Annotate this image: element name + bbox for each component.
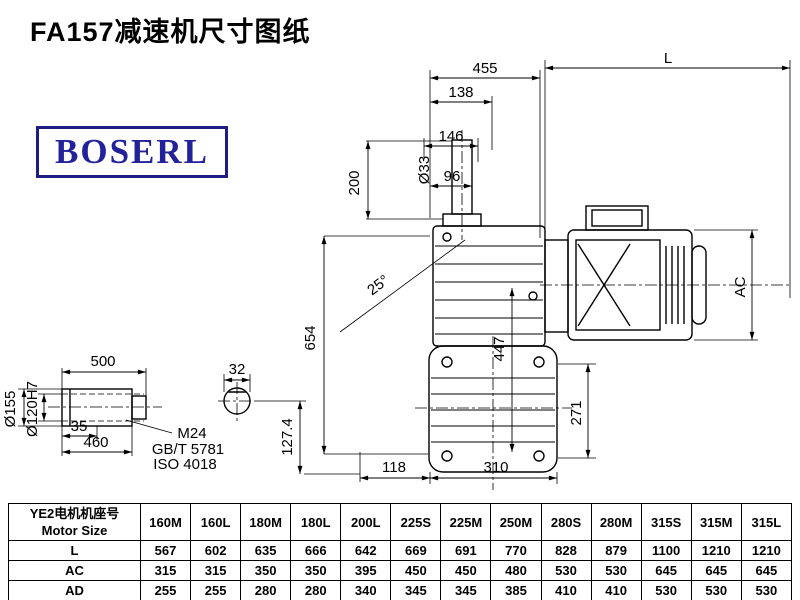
- table-row-L: L 567 602 635 666 642 669 691 770 828 87…: [8, 540, 793, 561]
- thread-spec-label: M24: [177, 425, 206, 442]
- table-cell: 879: [590, 540, 642, 561]
- table-cell: 645: [740, 560, 793, 581]
- dim-L-label: L: [664, 50, 672, 67]
- column-header: 280S: [540, 503, 592, 541]
- table-cell: 315: [190, 560, 242, 581]
- row-label: AC: [8, 560, 141, 581]
- table-cell: 280: [290, 580, 342, 600]
- brand-logo-box: BOSERL: [36, 126, 228, 178]
- dim-310-label: 310: [483, 459, 508, 476]
- column-header: 225S: [390, 503, 442, 541]
- table-cell: 530: [690, 580, 742, 600]
- table-cell: 635: [240, 540, 292, 561]
- table-cell: 530: [540, 560, 592, 581]
- motor-size-header-cn: YE2电机机座号: [29, 506, 120, 521]
- table-cell: 410: [540, 580, 592, 600]
- dim-654-label: 654: [302, 325, 319, 350]
- table-cell: 828: [540, 540, 592, 561]
- standard-iso-label: ISO 4018: [153, 456, 216, 473]
- standard-gb-label: GB/T 5781: [152, 441, 224, 458]
- dimension-labels: 455 L 138 146 96 Ø33 200 654 25° AC 447 …: [2, 50, 749, 476]
- table-cell: 530: [740, 580, 793, 600]
- table-cell: 350: [290, 560, 342, 581]
- column-header: 180M: [240, 503, 292, 541]
- table-cell: 410: [590, 580, 642, 600]
- table-cell: 645: [690, 560, 742, 581]
- dim-dia155-label: Ø155: [2, 391, 19, 428]
- table-row-AC: AC 315 315 350 350 395 450 450 480 530 5…: [8, 560, 793, 581]
- dim-32-label: 32: [229, 361, 246, 378]
- dim-dia33-label: Ø33: [416, 156, 433, 184]
- dimension-lines: [21, 65, 790, 481]
- table-cell: 340: [340, 580, 392, 600]
- table-cell: 645: [640, 560, 692, 581]
- page-title: FA157减速机尺寸图纸: [30, 17, 311, 47]
- table-cell: 602: [190, 540, 242, 561]
- dim-96-label: 96: [444, 168, 461, 185]
- dim-500-label: 500: [90, 353, 115, 370]
- dim-118-label: 118: [382, 459, 406, 476]
- table-cell: 666: [290, 540, 342, 561]
- column-header: 180L: [290, 503, 342, 541]
- table-header-row: YE2电机机座号 Motor Size 160M 160L 180M 180L …: [8, 503, 793, 541]
- dim-447-label: 447: [491, 336, 508, 361]
- shaft-detail-outline: [61, 387, 251, 427]
- motor-size-header-cell: YE2电机机座号 Motor Size: [8, 503, 141, 541]
- dim-455-label: 455: [472, 60, 497, 77]
- dim-460-label: 460: [83, 434, 108, 451]
- column-header: 315M: [690, 503, 742, 541]
- brand-logo-text: BOSERL: [55, 132, 209, 171]
- table-cell: 450: [440, 560, 492, 581]
- dim-271-label: 271: [568, 400, 585, 425]
- table-cell: 1210: [740, 540, 793, 561]
- table-cell: 530: [590, 560, 642, 581]
- table-cell: 350: [240, 560, 292, 581]
- table-cell: 395: [340, 560, 392, 581]
- bore-hidden-lines: [62, 393, 144, 422]
- table-cell: 345: [390, 580, 442, 600]
- table-cell: 770: [490, 540, 542, 561]
- row-label: AD: [8, 580, 141, 600]
- table-row-AD: AD 255 255 280 280 340 345 345 385 410 4…: [8, 580, 793, 600]
- column-header: 315S: [640, 503, 692, 541]
- table-cell: 280: [240, 580, 292, 600]
- column-header: 225M: [440, 503, 492, 541]
- extension-lines: [18, 60, 791, 484]
- motor-size-header-en: Motor Size: [41, 523, 108, 538]
- row-label: L: [8, 540, 141, 561]
- table-cell: 385: [490, 580, 542, 600]
- dim-25deg-label: 25°: [364, 272, 392, 299]
- technical-drawing: 455 L 138 146 96 Ø33 200 654 25° AC 447 …: [2, 50, 792, 490]
- housing-fins: [431, 245, 555, 443]
- table-cell: 669: [390, 540, 442, 561]
- motor-outline: [544, 205, 707, 341]
- dim-146-label: 146: [438, 128, 463, 145]
- motor-size-table: YE2电机机座号 Motor Size 160M 160L 180M 180L …: [8, 503, 793, 600]
- column-header: 280M: [590, 503, 642, 541]
- table-cell: 691: [440, 540, 492, 561]
- column-header: 315L: [740, 503, 793, 541]
- table-cell: 255: [190, 580, 242, 600]
- table-cell: 642: [340, 540, 392, 561]
- table-cell: 480: [490, 560, 542, 581]
- table-cell: 1100: [640, 540, 692, 561]
- column-header: 250M: [490, 503, 542, 541]
- dim-127-label: 127.4: [279, 418, 296, 456]
- column-header: 200L: [340, 503, 392, 541]
- dim-200-label: 200: [346, 170, 363, 195]
- table-cell: 345: [440, 580, 492, 600]
- table-cell: 530: [640, 580, 692, 600]
- table-cell: 315: [139, 560, 192, 581]
- dim-35-label: 35: [71, 418, 88, 435]
- gearbox-outline: [428, 139, 558, 473]
- table-cell: 255: [139, 580, 192, 600]
- dim-138-label: 138: [448, 84, 473, 101]
- column-header: 160M: [139, 503, 192, 541]
- dim-dia120H7-label: Ø120H7: [24, 381, 41, 437]
- table-cell: 450: [390, 560, 442, 581]
- dim-AC-label: AC: [732, 276, 749, 297]
- table-cell: 1210: [690, 540, 742, 561]
- table-cell: 567: [139, 540, 192, 561]
- column-header: 160L: [190, 503, 242, 541]
